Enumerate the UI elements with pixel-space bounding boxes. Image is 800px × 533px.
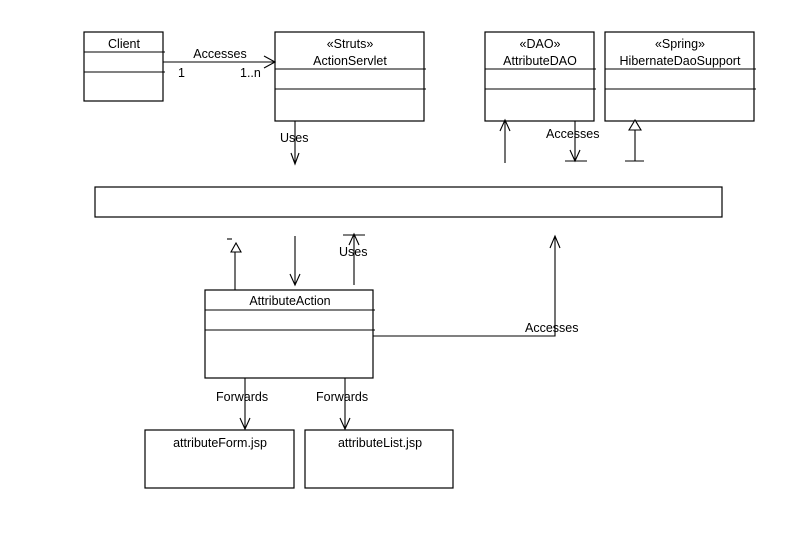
edge-client-accesses-servlet-source-multiplicity: 1: [178, 66, 185, 80]
class-hibernate-dao-support[interactable]: «Spring» HibernateDaoSupport: [604, 31, 756, 122]
class-action-servlet-box: [274, 31, 425, 122]
edge-action-accesses[interactable]: Accesses: [373, 234, 579, 337]
open-arrowhead-icon: [239, 417, 251, 431]
class-action-servlet-name: ActionServlet: [313, 54, 387, 68]
open-arrowhead-icon: [263, 55, 277, 69]
class-hibernate-dao-support-stereotype: «Spring»: [655, 37, 705, 51]
class-attribute-action-box: [204, 289, 374, 379]
open-arrowhead-icon: [499, 118, 511, 132]
open-arrowhead-icon: [339, 417, 351, 431]
class-attribute-dao-name: AttributeDAO: [503, 54, 577, 68]
edge-into-attribute-action[interactable]: [289, 236, 301, 287]
edge-servlet-uses-label: Uses: [280, 131, 308, 145]
edge-action-uses-label: Uses: [339, 245, 367, 259]
class-client[interactable]: Client: [83, 31, 165, 102]
class-attribute-action[interactable]: AttributeAction: [204, 289, 375, 379]
generalization-triangle-icon: [230, 241, 242, 253]
open-arrowhead-icon: [289, 273, 301, 287]
edge-action-accesses-label: Accesses: [525, 321, 579, 335]
open-arrowhead-icon: [290, 152, 300, 166]
generalization-triangle-icon: [628, 118, 642, 131]
class-client-name: Client: [108, 37, 140, 51]
class-action-servlet-stereotype: «Struts»: [327, 37, 374, 51]
empty-package-frame-box: [94, 186, 723, 218]
class-attribute-dao-box: [484, 31, 595, 122]
jsp-attribute-form-box: [144, 429, 295, 489]
jsp-attribute-list-box: [304, 429, 454, 489]
open-arrowhead-icon: [348, 232, 360, 246]
jsp-attribute-form[interactable]: attributeForm.jsp: [144, 429, 295, 489]
jsp-attribute-list-name: attributeList.jsp: [338, 436, 422, 450]
edge-servlet-uses[interactable]: Uses: [280, 121, 308, 166]
edge-generalization-hibernate[interactable]: [625, 118, 644, 162]
edge-into-attribute-dao[interactable]: [499, 118, 511, 163]
edge-client-accesses-servlet-label: Accesses: [193, 47, 247, 61]
edge-action-accesses-line: [373, 236, 556, 337]
edge-forward-list[interactable]: Forwards: [316, 378, 368, 431]
edge-dao-accesses-label: Accesses: [546, 127, 600, 141]
empty-package-frame[interactable]: [94, 186, 723, 218]
edge-client-accesses-servlet[interactable]: Accesses 1 1..n: [163, 47, 277, 80]
edge-action-uses[interactable]: Uses: [339, 232, 367, 285]
class-hibernate-dao-support-box: [604, 31, 755, 122]
edge-forward-list-label: Forwards: [316, 390, 368, 404]
open-arrowhead-icon: [549, 234, 561, 249]
class-attribute-dao-stereotype: «DAO»: [520, 37, 561, 51]
jsp-attribute-form-name: attributeForm.jsp: [173, 436, 267, 450]
class-client-box: [83, 31, 164, 102]
class-attribute-action-name: AttributeAction: [249, 294, 330, 308]
class-hibernate-dao-support-name: HibernateDaoSupport: [620, 54, 741, 68]
edge-action-generalization[interactable]: [227, 238, 242, 290]
class-action-servlet[interactable]: «Struts» ActionServlet: [274, 31, 426, 122]
class-attribute-dao[interactable]: «DAO» AttributeDAO: [484, 31, 596, 122]
edge-forward-form-label: Forwards: [216, 390, 268, 404]
edge-dao-accesses[interactable]: Accesses: [546, 121, 600, 163]
edge-forward-form[interactable]: Forwards: [216, 378, 268, 431]
edge-client-accesses-servlet-target-multiplicity: 1..n: [240, 66, 261, 80]
jsp-attribute-list[interactable]: attributeList.jsp: [304, 429, 454, 489]
